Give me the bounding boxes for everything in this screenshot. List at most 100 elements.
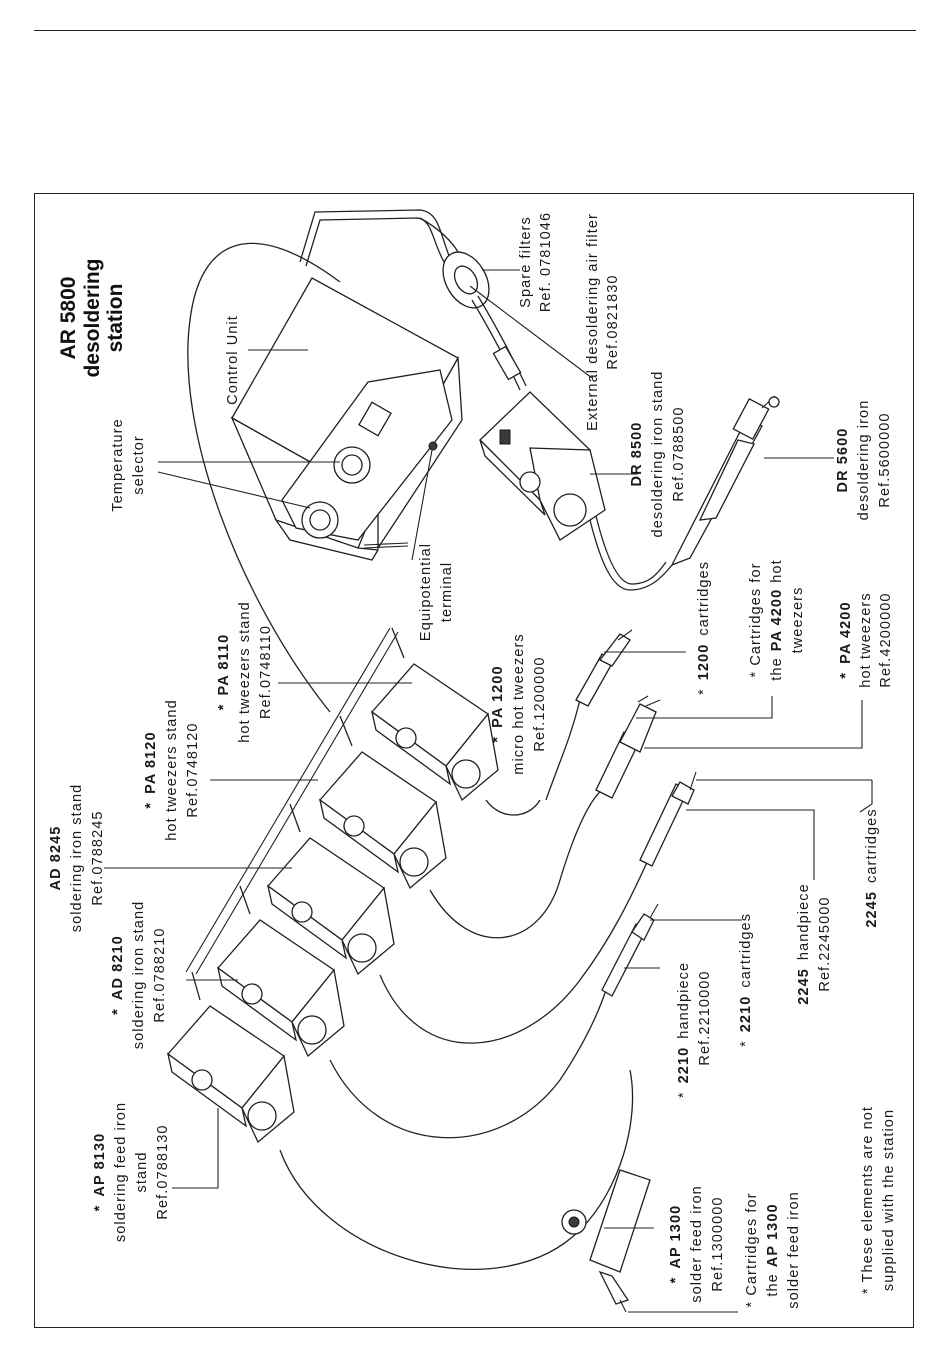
label-h2210-code: 2210 [676,1047,692,1084]
label-cap1300-3: solder feed iron [786,1191,802,1309]
label-pa4200-prefix: * [838,672,854,679]
title-line-2: desoldering [81,258,104,377]
label-ap8130-code-text: AP 8130 [92,1133,108,1197]
label-cpa4200-2-code: PA 4200 [769,589,785,652]
label-ad8245-desc: soldering iron stand [69,784,85,933]
label-ad8210-code-text: AD 8210 [110,935,126,1000]
label-c2210: *2210cartridges [738,913,754,1047]
label-dr5600-ref: Ref.5600000 [877,412,893,507]
label-pa1200-prefix: * [490,736,506,743]
label-equipotential-1: Equipotential [418,543,434,641]
label-h2210-desc: handpiece [676,962,692,1039]
label-pa8110-code: * PA 8110 [216,634,232,710]
pa4200-tweezers-drawing [595,695,661,799]
label-pa1200-desc: micro hot tweezers [511,633,527,774]
label-h2245-ref: Ref.2245000 [817,896,833,991]
pa8110-stand-drawing [370,627,541,816]
label-equipotential-2: terminal [439,562,455,622]
label-cpa4200-2-pre: the [769,657,785,680]
label-cpa4200-1: * Cartridges for [748,562,764,677]
label-cap1300-1: * Cartridges for [744,1192,760,1307]
label-dr8500-desc: desoldering iron stand [650,371,666,538]
label-c1200: * 1200 cartridges [696,561,712,695]
label-h2245-code: 2245 [796,968,812,1005]
label-c2245: 2245 cartridges [864,808,880,927]
pa8120-stand-drawing [318,715,447,890]
title-line-1: AR 5800 [57,277,80,360]
label-cap1300-2-pre: the [765,1273,781,1296]
label-ad8245-ref: Ref.0788245 [90,810,106,905]
label-pa8110-code-text: PA 8110 [216,634,232,696]
label-ap1300-prefix: * [668,1277,684,1284]
label-cpa4200-3: tweezers [790,587,806,654]
label-ad8210-ref: Ref.0788210 [152,927,168,1022]
label-spare-filters-1: Spare filters [518,216,534,308]
label-h2210: * 2210 handpiece [676,962,692,1098]
label-note-1: * These elements are not [860,1106,876,1294]
label-ad8210-code: * AD 8210 [110,935,126,1015]
label-dr5600-desc: desoldering iron [856,400,872,521]
ad8210-stand-drawing [216,885,345,1058]
control-unit-drawing [230,277,463,561]
h2245-handpiece-drawing [639,771,697,867]
label-c1200-code: 1200 [696,644,712,681]
label-pa8120-prefix: * [143,802,159,809]
label-ap1300-ref: Ref.1300000 [710,1196,726,1291]
ap8130-stand-drawing [166,971,295,1144]
label-h2210-ref: Ref.2210000 [697,970,713,1065]
h2210-handpiece-drawing [601,903,659,997]
label-pa4200-code-text: PA 4200 [838,601,854,664]
label-dr8500-code: DR 8500 [629,422,645,487]
label-c2210-desc: cartridges [738,913,754,988]
leader-lines [104,269,873,1313]
label-h2245-desc: handpiece [796,883,812,960]
label-pa4200-code: * PA 4200 [838,601,854,678]
label-pa8120-ref: Ref.0748120 [185,722,201,817]
label-dr8500-ref: Ref.0788500 [671,406,687,501]
dr5600-iron-drawing [670,395,780,567]
label-ap1300-desc: solder feed iron [689,1185,705,1303]
illustration [166,209,780,1313]
label-note-2: supplied with the station [881,1109,897,1291]
ap1300-iron-drawing [561,1169,651,1313]
ad8245-stand-drawing [266,803,395,976]
label-control-unit: Control Unit [225,315,241,405]
label-ad8245-code: AD 8245 [48,826,64,891]
label-pa4200-ref: Ref.4200000 [878,592,894,687]
label-pa8120-desc: hot tweezers stand [164,699,180,841]
label-temp-selector-1: Temperature [110,418,126,512]
label-external-filter-2: Ref.0821830 [605,274,621,369]
label-pa8110-desc: hot tweezers stand [237,601,253,743]
label-ap8130-prefix: * [92,1205,108,1212]
label-c1200-prefix: * [696,688,712,695]
label-ad8210-desc: soldering iron stand [131,901,147,1050]
label-pa8120-code-text: PA 8120 [143,731,159,794]
label-pa1200-code: * PA 1200 [490,665,506,742]
label-c2245-code: 2245 [864,891,880,928]
label-pa8120-code: * PA 8120 [143,731,159,808]
label-c2245-desc: cartridges [864,808,880,883]
figure-frame [34,193,914,1328]
label-pa1200-ref: Ref.1200000 [532,656,548,751]
label-ap8130-ref: Ref.0788130 [155,1124,171,1219]
label-ap8130-line1: soldering feed iron [113,1102,129,1242]
label-cpa4200-2: thePA 4200hot [769,559,785,680]
label-external-filter-1: External desoldering air filter [585,213,601,431]
label-ad8210-prefix: * [110,1008,126,1015]
label-ap8130-line2: stand [134,1152,150,1193]
label-cap1300-2-code: AP 1300 [765,1203,781,1267]
title-line-3: station [104,284,127,353]
label-dr5600-code: DR 5600 [835,428,851,493]
label-cap1300-2: the AP 1300 [765,1203,781,1296]
label-h2210-prefix: * [676,1091,692,1098]
top-rule [34,30,916,31]
label-pa8110-prefix: * [216,703,232,710]
label-ap1300-code-text: AP 1300 [668,1205,684,1269]
label-pa1200-code-text: PA 1200 [490,665,506,728]
label-c2210-code: 2210 [738,996,754,1033]
label-pa8110-ref: Ref.0748110 [258,625,274,719]
label-spare-filters-2: Ref. 0781046 [538,212,554,312]
label-ap8130-code: * AP 8130 [92,1133,108,1212]
label-c1200-desc: cartridges [696,561,712,636]
